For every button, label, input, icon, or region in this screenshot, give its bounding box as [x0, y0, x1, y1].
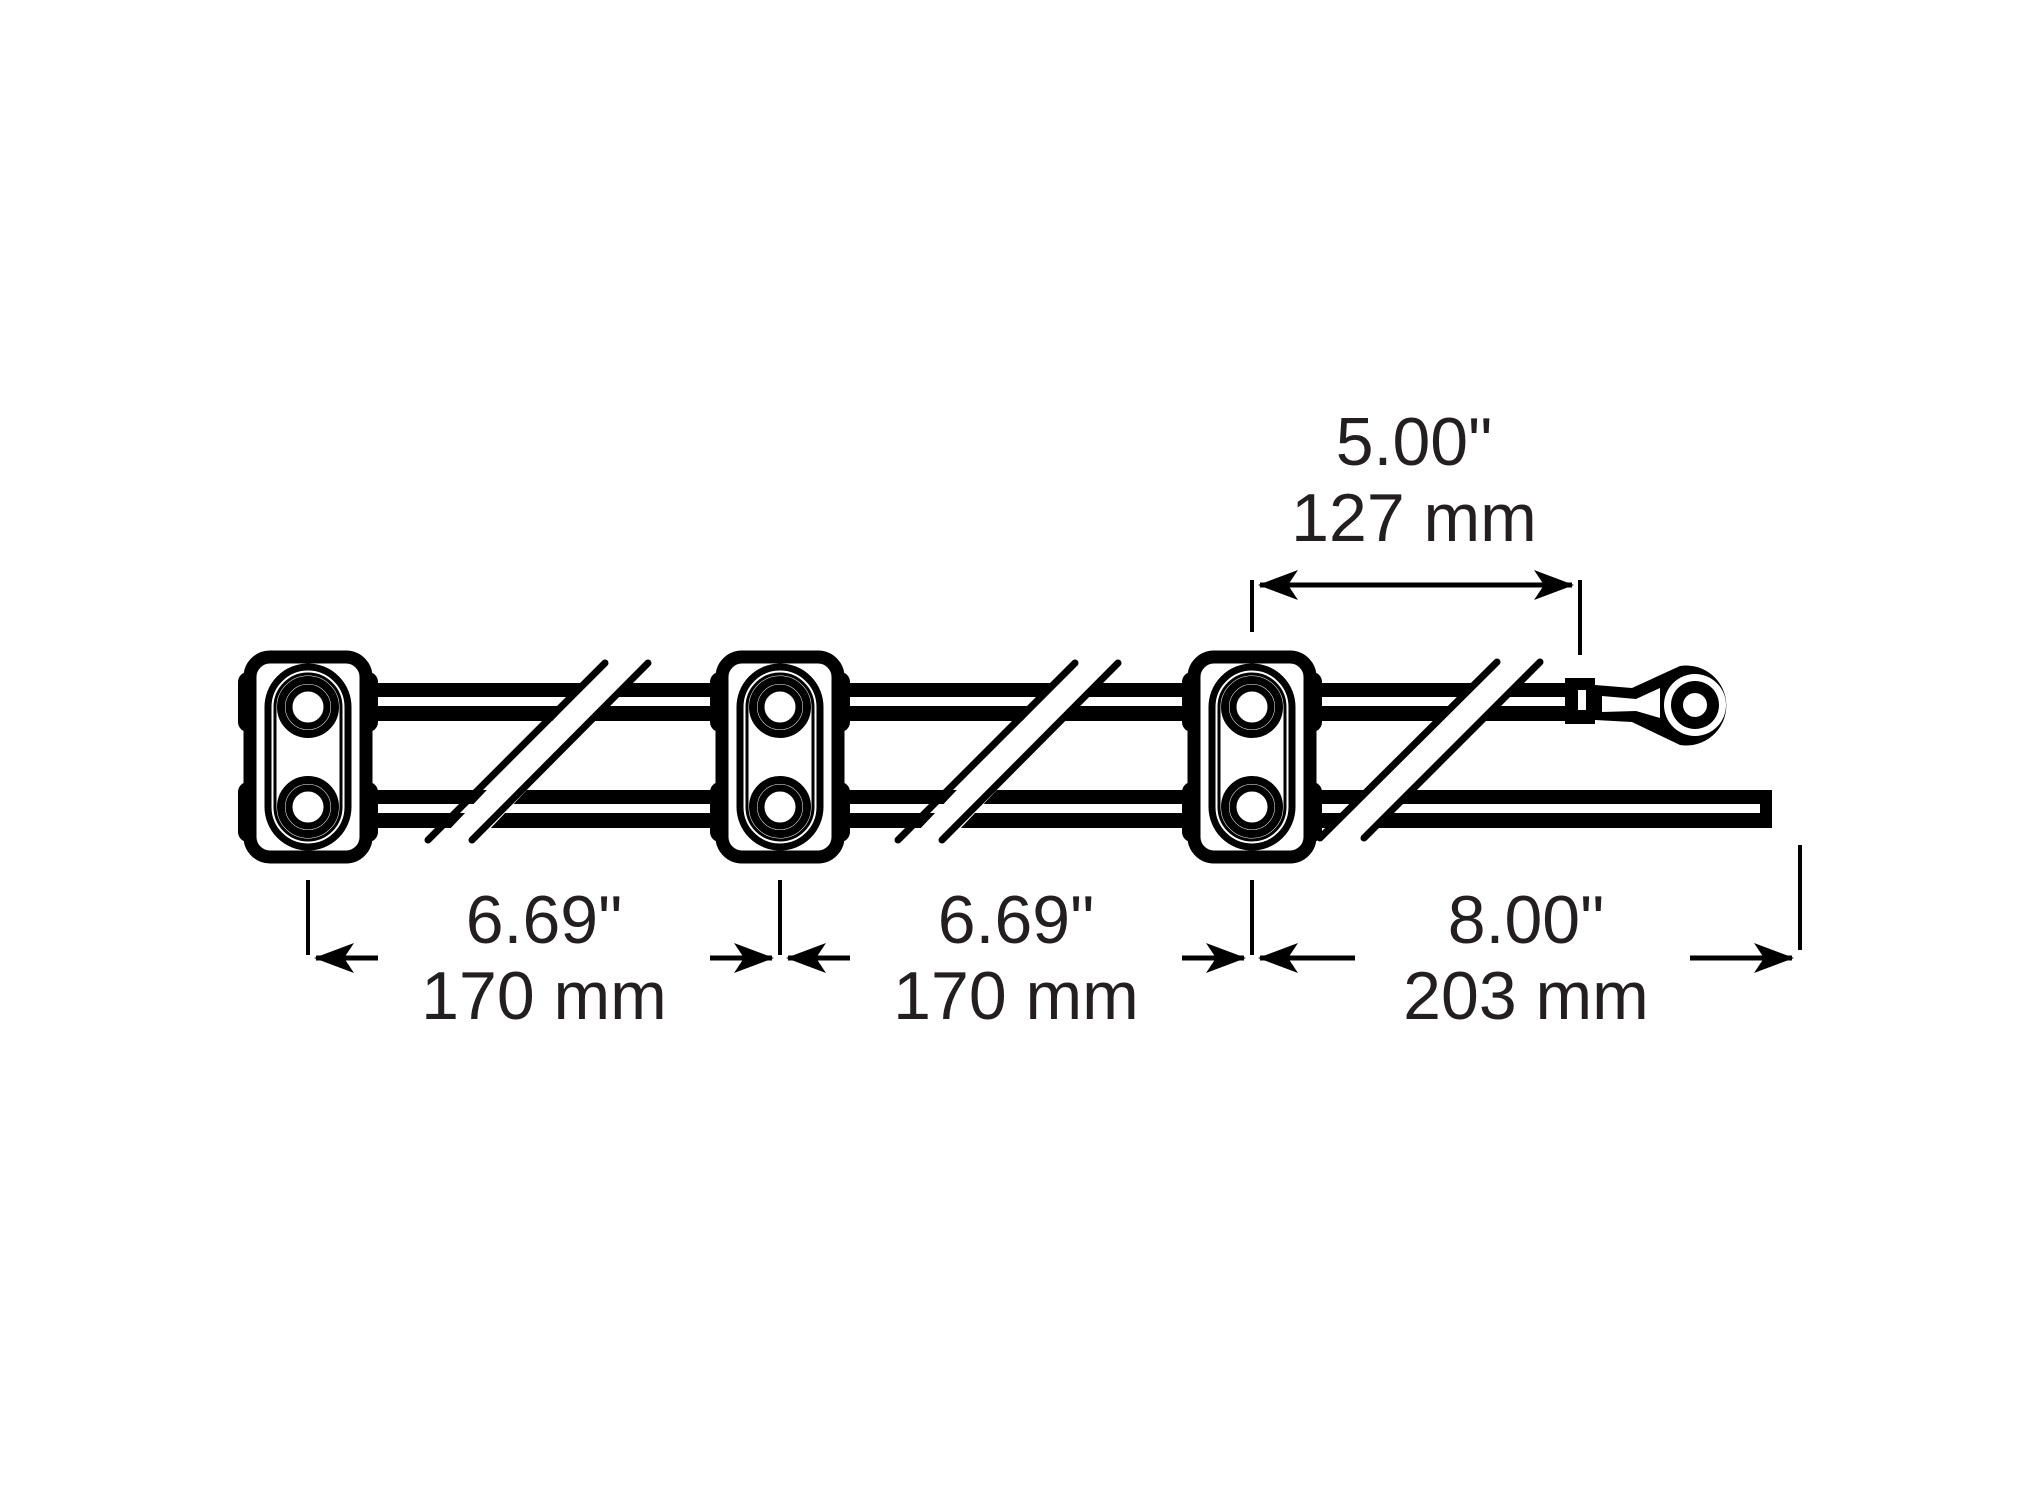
bottom-wire: [360, 790, 1772, 828]
ring-terminal-icon: [1565, 665, 1727, 746]
dimension-mm: 170 mm: [421, 958, 667, 1034]
dimension-inches: 5.00": [1335, 404, 1493, 480]
connector-2: [710, 657, 850, 857]
dimension-label-connector-3-to-wire-end: 8.00" 203 mm: [1403, 882, 1649, 1034]
dimension-inches: 6.69": [465, 882, 623, 958]
dimension-inches: 8.00": [1447, 882, 1605, 958]
dimension-mm: 170 mm: [893, 958, 1139, 1034]
dimension-label-connector-1-to-2: 6.69" 170 mm: [421, 882, 667, 1034]
break-symbol-3: [1316, 658, 1544, 845]
dimension-mm: 127 mm: [1291, 480, 1537, 556]
break-symbol-1: [424, 659, 652, 850]
top-wire: [360, 683, 1570, 721]
connector-3: [1182, 657, 1322, 857]
break-symbol-2: [894, 659, 1122, 850]
dimension-label-connector-2-to-3: 6.69" 170 mm: [893, 882, 1139, 1034]
dimension-inches: 6.69": [937, 882, 1095, 958]
dimension-arrows: [314, 570, 1794, 973]
connector-1: [238, 657, 378, 857]
dimension-label-connector-3-to-ring-terminal: 5.00" 127 mm: [1291, 404, 1537, 556]
dimension-mm: 203 mm: [1403, 958, 1649, 1034]
extension-lines: [306, 580, 1802, 955]
